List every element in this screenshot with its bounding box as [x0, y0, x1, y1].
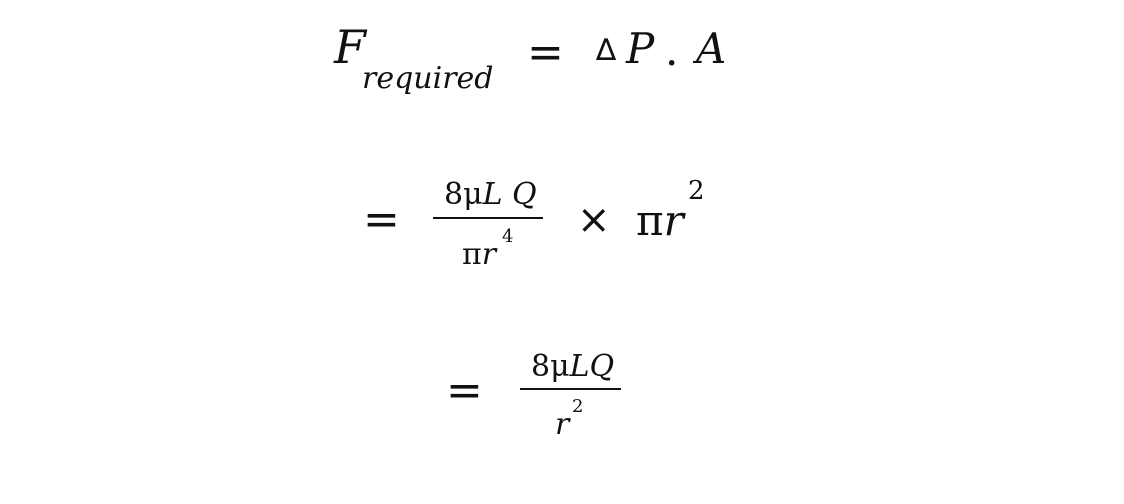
radius-symbol: r	[555, 407, 570, 442]
times-sign: ×	[577, 197, 611, 243]
exponent: 2	[688, 176, 705, 206]
force-symbol: F	[334, 20, 366, 74]
pi-r-squared: πr	[636, 200, 684, 242]
fraction-bar	[433, 217, 543, 219]
numerator-variables: L Q	[482, 177, 537, 212]
pressure-symbol: P	[626, 24, 655, 73]
numerator-constant: 8μ	[444, 177, 483, 212]
fraction-numerator: 8μLQ	[531, 352, 614, 382]
fraction-bar	[520, 388, 621, 390]
fraction-numerator: 8μL Q	[444, 180, 537, 210]
area-symbol: A	[696, 24, 727, 73]
numerator-constant: 8μ	[531, 349, 570, 384]
fraction-denominator: πr	[462, 240, 496, 270]
equals-sign: =	[363, 194, 400, 245]
radius-symbol: r	[481, 237, 497, 272]
exponent: 2	[572, 396, 584, 417]
equals-sign: =	[446, 365, 483, 416]
delta-symbol: ∆	[596, 33, 617, 68]
pi-symbol: π	[636, 196, 664, 245]
exponent: 4	[502, 226, 514, 247]
equals-sign: =	[527, 27, 564, 78]
numerator-variables: LQ	[569, 349, 615, 384]
multiply-dot: .	[665, 26, 679, 75]
radius-symbol: r	[663, 196, 684, 245]
force-subscript: required	[362, 61, 494, 96]
pi-symbol: π	[462, 237, 482, 272]
